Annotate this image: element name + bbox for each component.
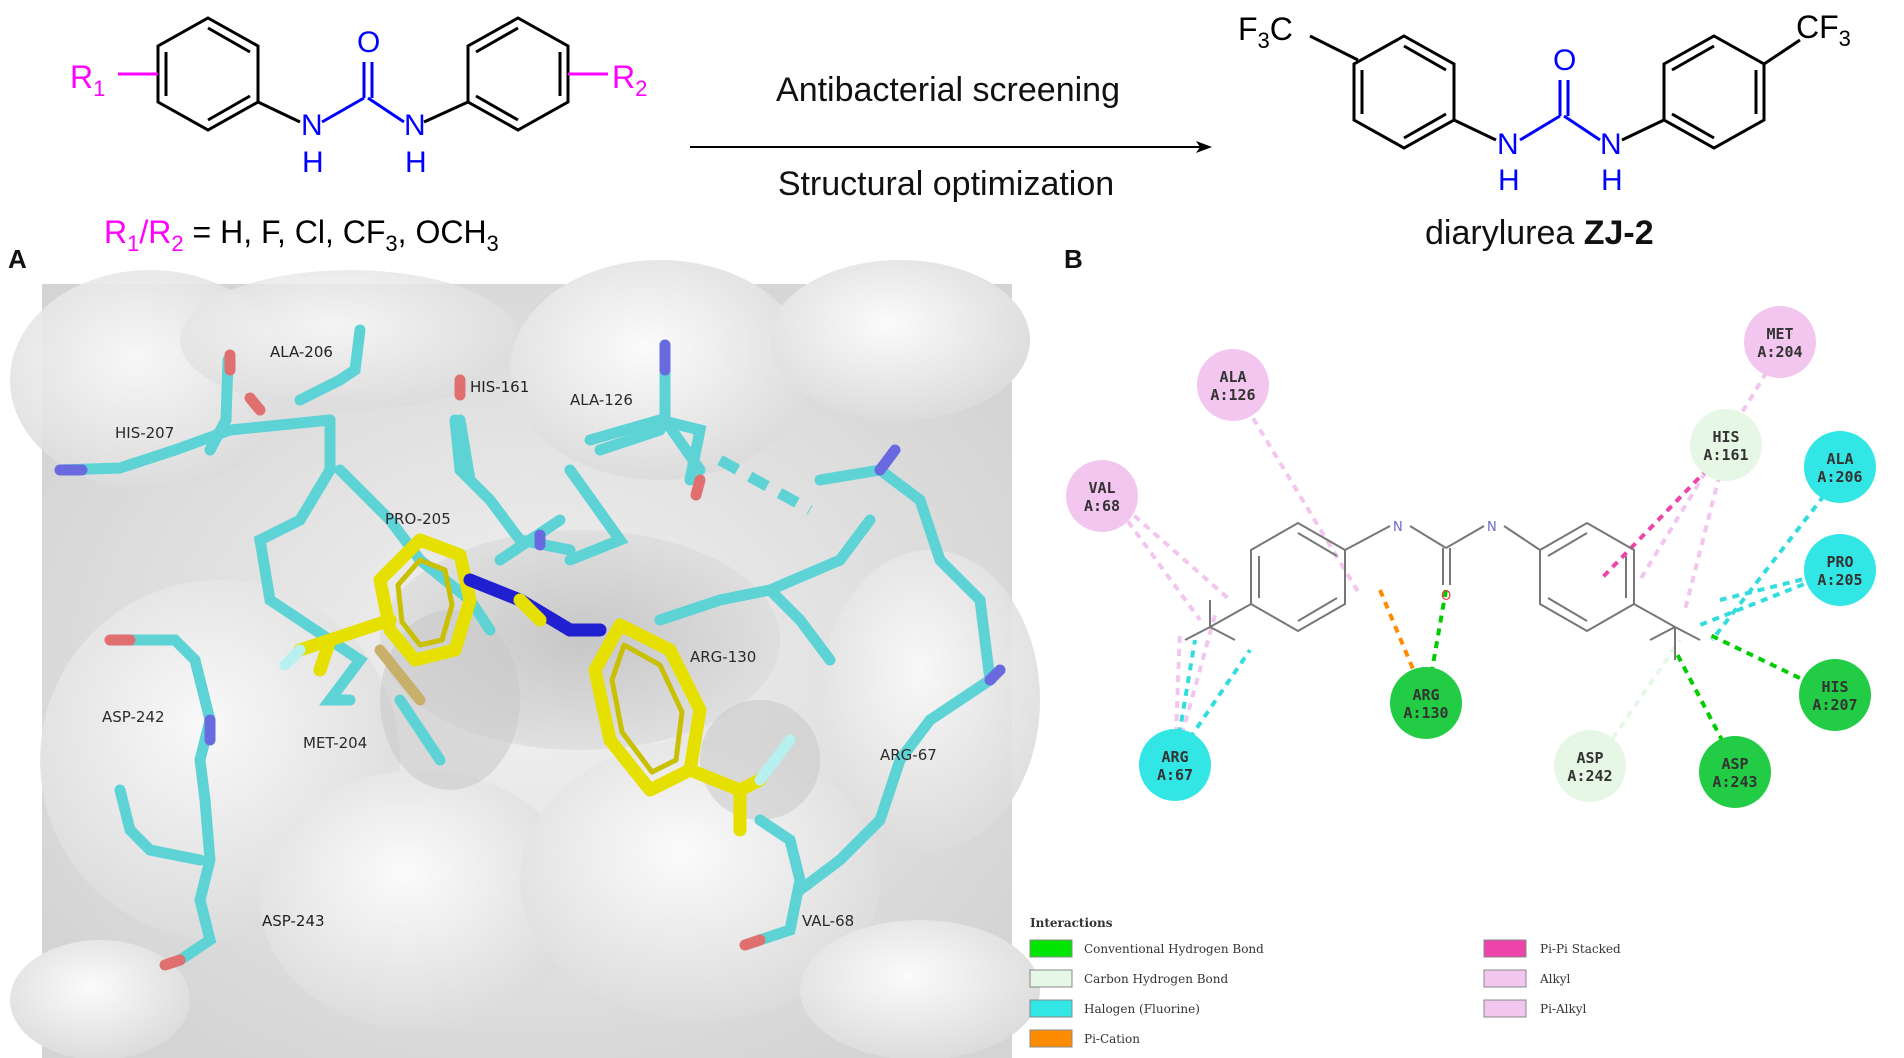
svg-text:A:205: A:205 — [1817, 571, 1862, 589]
legend-item: Conventional Hydrogen Bond — [1029, 939, 1264, 958]
legend-title: Interactions — [1030, 916, 1113, 930]
node-ala206: ALA A:206 — [1804, 431, 1876, 503]
generic-diarylurea-structure — [118, 16, 608, 132]
residue-label: PRO-205 — [385, 510, 451, 528]
ligand-zj2-sticks — [279, 533, 796, 837]
svg-text:A:130: A:130 — [1403, 704, 1448, 722]
node-his161: HIS A:161 — [1690, 409, 1762, 481]
node-arg130: ARG A:130 — [1390, 667, 1462, 739]
legend-item: Pi-Cation — [1029, 1029, 1140, 1048]
zj2-o-label: O — [1553, 44, 1576, 77]
legend-item: Alkyl — [1483, 969, 1571, 988]
reaction-scheme: R1 R2 O N H N H R1/R2 = H, F, Cl, CF3, O… — [70, 9, 1851, 256]
svg-text:Pi-Alkyl: Pi-Alkyl — [1540, 1002, 1587, 1016]
svg-text:Pi-Pi Stacked: Pi-Pi Stacked — [1540, 942, 1621, 956]
atom-tips — [54, 339, 1006, 971]
residue-label: ARG-130 — [690, 648, 756, 666]
residue-label: HIS-161 — [470, 378, 529, 396]
r2-label: R2 — [612, 59, 647, 101]
panel-b-interaction-diagram: N N O ALA A:126 MET A:204 HIS A:161 ALA — [1029, 306, 1876, 1048]
residue-label: VAL-68 — [802, 912, 854, 930]
svg-text:A:206: A:206 — [1817, 468, 1862, 486]
svg-text:Alkyl: Alkyl — [1539, 972, 1571, 986]
cf3-right-label: CF3 — [1796, 9, 1851, 51]
node-met204: MET A:204 — [1744, 306, 1816, 378]
zj2-h2-label: H — [1601, 164, 1623, 197]
interactions-legend: Interactions Conventional Hydrogen Bond … — [1029, 916, 1621, 1048]
n1-label: N — [301, 109, 323, 142]
ligand-o-label: O — [1441, 589, 1451, 604]
residue-label: ALA-126 — [570, 391, 633, 409]
product-name: diarylurea ZJ-2 — [1425, 214, 1654, 252]
svg-text:A:161: A:161 — [1703, 446, 1748, 464]
carbonyl-o-label: O — [357, 26, 380, 59]
node-pro205: PRO A:205 — [1804, 534, 1876, 606]
residue-label: ASP-243 — [262, 912, 325, 930]
r1-label: R1 — [70, 59, 105, 101]
svg-text:A:68: A:68 — [1084, 497, 1120, 515]
ligand-n1-label: N — [1393, 520, 1403, 535]
svg-text:A:126: A:126 — [1210, 386, 1255, 404]
residue-label: HIS-207 — [115, 424, 174, 442]
svg-text:A:243: A:243 — [1712, 773, 1757, 791]
svg-text:A:207: A:207 — [1812, 696, 1857, 714]
n2-label: N — [404, 109, 426, 142]
svg-text:Conventional Hydrogen Bond: Conventional Hydrogen Bond — [1084, 942, 1264, 956]
svg-text:HIS: HIS — [1821, 678, 1848, 696]
zj2-h1-label: H — [1498, 164, 1520, 197]
substituent-definition: R1/R2 = H, F, Cl, CF3, OCH3 — [104, 214, 499, 256]
h2-label: H — [405, 146, 427, 179]
panel-a-label: A — [8, 244, 27, 274]
residue-label: ASP-242 — [102, 708, 165, 726]
svg-text:A:204: A:204 — [1757, 343, 1802, 361]
residue-hbond-dashes — [717, 455, 813, 515]
legend-item: Pi-Pi Stacked — [1483, 939, 1621, 958]
svg-text:ASP: ASP — [1721, 755, 1748, 773]
cf3-left-label: F3C — [1238, 11, 1293, 53]
legend-item: Pi-Alkyl — [1483, 999, 1587, 1018]
legend-item: Carbon Hydrogen Bond — [1029, 969, 1229, 988]
svg-text:VAL: VAL — [1088, 479, 1115, 497]
reaction-arrow — [690, 141, 1212, 153]
svg-text:A:242: A:242 — [1567, 767, 1612, 785]
svg-text:ARG: ARG — [1161, 748, 1188, 766]
node-his207: HIS A:207 — [1799, 659, 1871, 731]
ligand-n2-label: N — [1487, 520, 1497, 535]
residue-label: ARG-67 — [880, 746, 937, 764]
residue-nodes: ALA A:126 MET A:204 HIS A:161 ALA A:206 … — [1066, 306, 1876, 808]
node-val68: VAL A:68 — [1066, 460, 1138, 532]
node-arg67: ARG A:67 — [1139, 729, 1211, 801]
svg-text:PRO: PRO — [1826, 553, 1853, 571]
legend-item: Halogen (Fluorine) — [1029, 999, 1200, 1018]
svg-text:A:67: A:67 — [1157, 766, 1193, 784]
arrow-label-top: Antibacterial screening — [776, 71, 1120, 109]
svg-text:ALA: ALA — [1219, 368, 1246, 386]
svg-text:Halogen (Fluorine): Halogen (Fluorine) — [1084, 1002, 1200, 1016]
svg-text:ALA: ALA — [1826, 450, 1853, 468]
svg-text:ARG: ARG — [1412, 686, 1439, 704]
svg-text:Carbon Hydrogen Bond: Carbon Hydrogen Bond — [1084, 972, 1229, 986]
panel-a-docking-view: ALA-206 HIS-207 HIS-161 ALA-126 PRO-205 … — [10, 260, 1040, 1058]
residue-label: ALA-206 — [270, 343, 333, 361]
ligand-2d-structure — [1184, 521, 1701, 660]
svg-text:HIS: HIS — [1712, 428, 1739, 446]
svg-text:MET: MET — [1766, 325, 1793, 343]
zj2-n2-label: N — [1600, 128, 1622, 161]
panel-b-label: B — [1064, 244, 1083, 274]
svg-text:Pi-Cation: Pi-Cation — [1084, 1032, 1140, 1046]
svg-text:ASP: ASP — [1576, 749, 1603, 767]
residue-label: MET-204 — [303, 734, 367, 752]
h1-label: H — [302, 146, 324, 179]
node-asp243: ASP A:243 — [1699, 736, 1771, 808]
zj2-n1-label: N — [1497, 128, 1519, 161]
node-asp242: ASP A:242 — [1554, 730, 1626, 802]
arrow-label-bottom: Structural optimization — [778, 165, 1114, 203]
zj2-structure — [1309, 34, 1801, 150]
node-ala126: ALA A:126 — [1197, 349, 1269, 421]
